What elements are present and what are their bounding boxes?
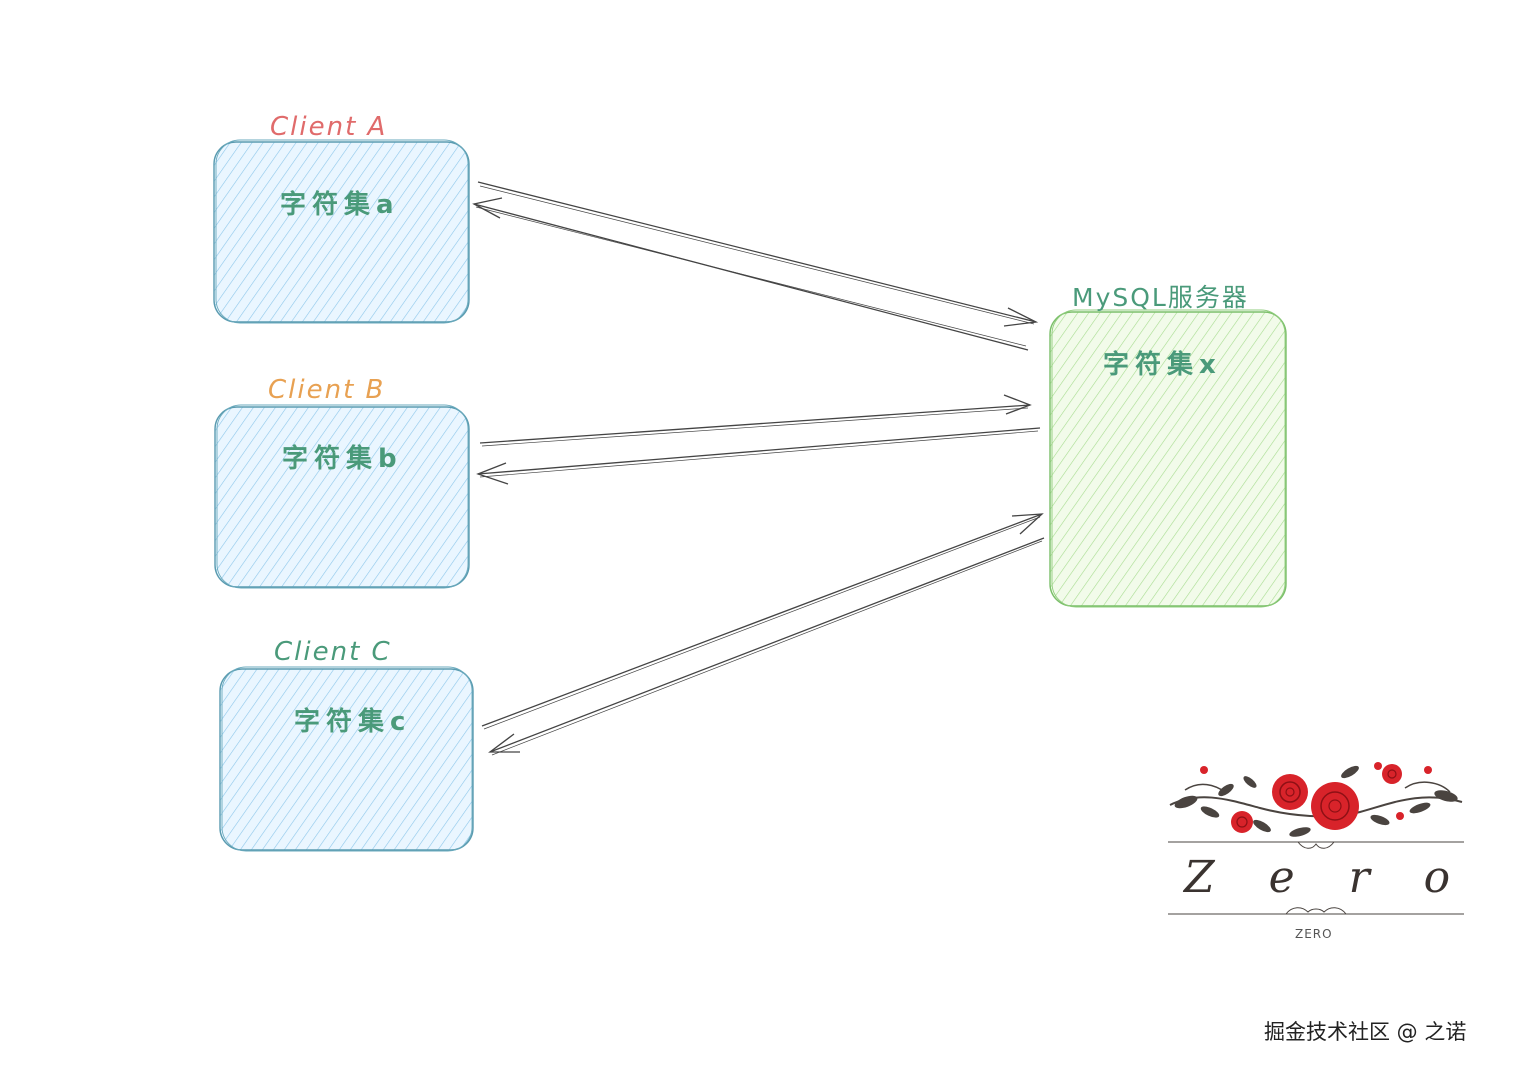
arrow-server-to-a — [472, 197, 1029, 351]
client-b-charset: 字符集b — [282, 444, 403, 474]
client-a-charset: 字符集a — [280, 190, 400, 220]
zero-logo-graphic — [1168, 762, 1464, 915]
client-a-box — [213, 139, 470, 324]
server-box — [1049, 309, 1287, 608]
arrow-server-to-b — [476, 427, 1041, 485]
client-b-box — [214, 404, 470, 589]
logo-caption: ZERO — [1295, 927, 1333, 941]
arrow-b-to-server — [479, 394, 1032, 447]
client-b-title: Client B — [268, 375, 386, 405]
client-c-charset: 字符集c — [294, 707, 412, 737]
arrow-server-to-c — [488, 537, 1045, 756]
logo-word: Zero — [1184, 852, 1505, 903]
server-title: MySQL服务器 — [1072, 283, 1249, 312]
server-charset: 字符集x — [1103, 350, 1222, 380]
arrow-c-to-server — [481, 513, 1044, 730]
client-c-box — [219, 666, 474, 852]
arrow-a-to-server — [477, 181, 1039, 327]
client-c-title: Client C — [274, 637, 392, 667]
client-a-title: Client A — [270, 112, 388, 142]
footer-watermark: 掘金技术社区 @ 之诺 — [1264, 1020, 1467, 1044]
